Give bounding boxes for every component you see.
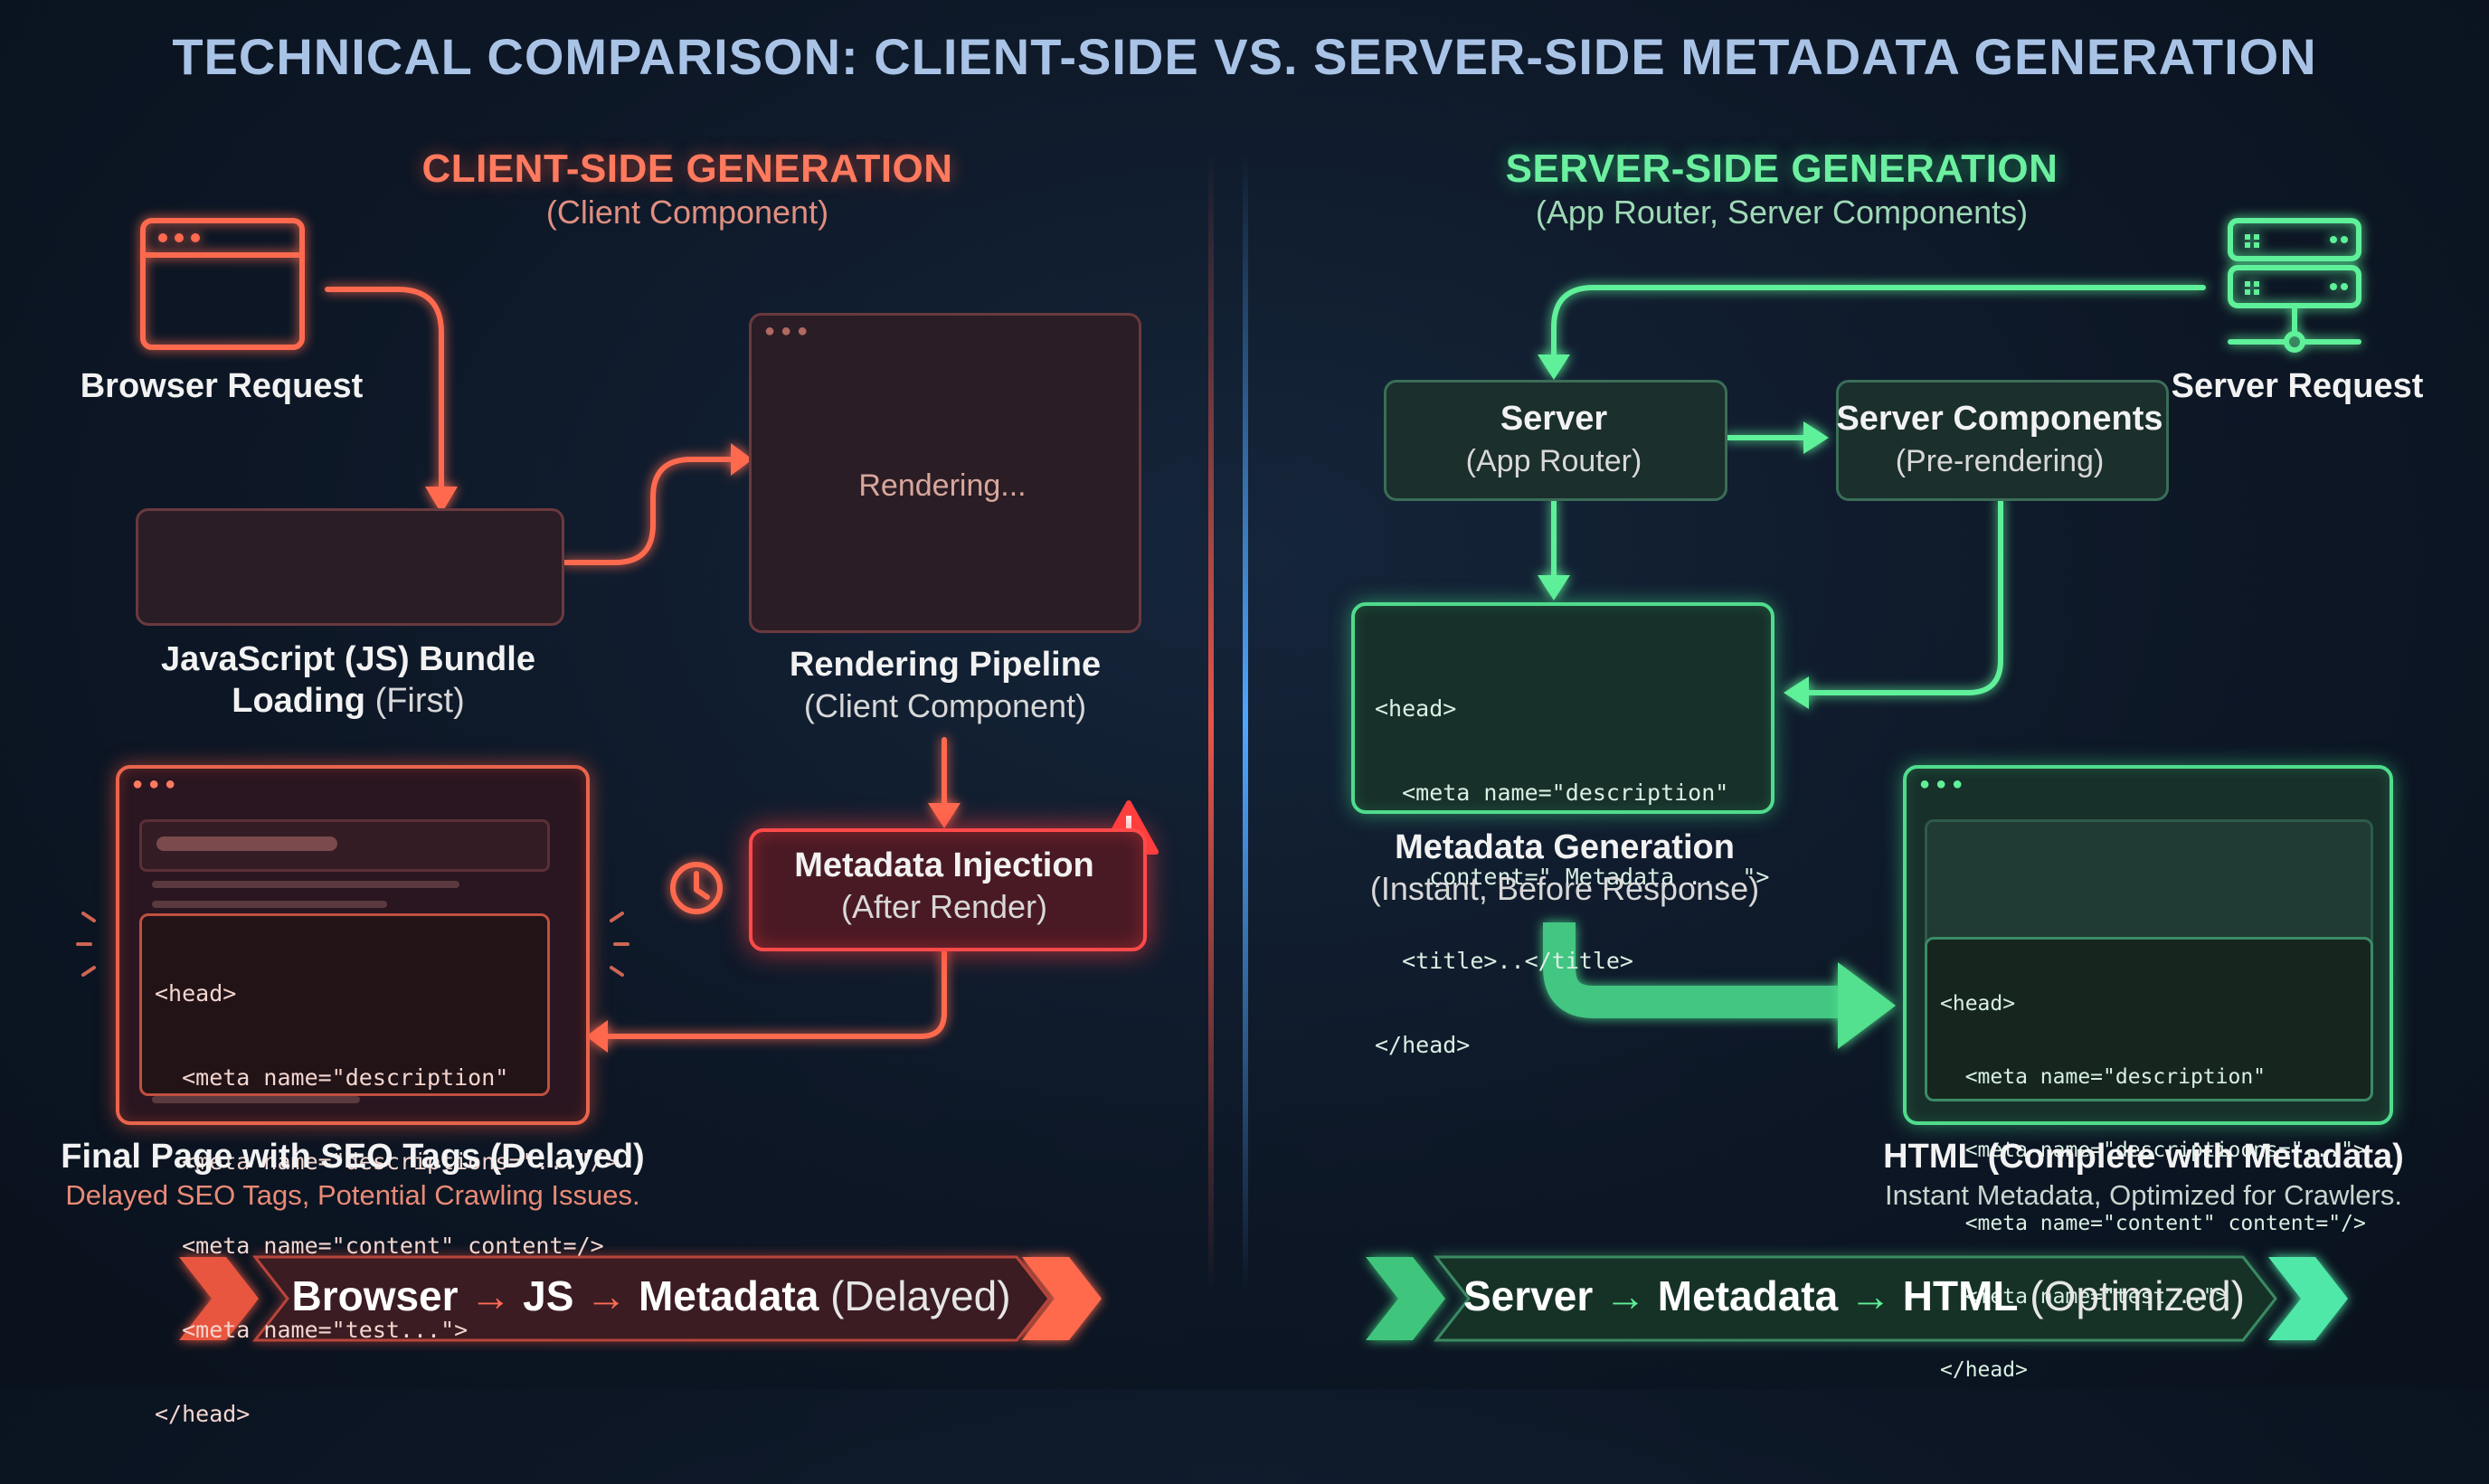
head-code-block: <head> <meta name="description" <meta na… [139,913,618,1427]
client-section-subtitle: (Client Component) [545,194,829,231]
js-bundle-line1: JavaScript (JS) Bundle [161,640,535,678]
code-line: <meta name="test..."> [1940,1285,2229,1309]
server-components-box [1836,380,2169,501]
flow-connectors [76,109,2361,1342]
code-line: content=" Metadata ... "> [1375,864,1770,890]
metadata-code-lines: <head> <meta name="description" content=… [1375,638,1770,1115]
code-line: <meta name="content" content="/> [1940,1212,2366,1235]
clock-icon [670,862,723,914]
html-complete-label: HTML (Complete with Metadata) [1883,1138,2404,1176]
rendering-pipeline-label: Rendering Pipeline (Client Component) [742,644,1149,727]
banner-server: Server [1463,1272,1594,1319]
code-line: <meta name="test..."> [155,1317,468,1343]
final-page-note: Delayed SEO Tags, Potential Crawling Iss… [65,1179,640,1211]
browser-request-label: Browser Request [80,367,364,405]
window-dots: ●●● [1919,774,1969,794]
metadata-injection-box [749,828,1147,951]
code-line: <head> [1375,695,1457,722]
final-page-window: ●●● <head> <meta name="description" <met… [116,765,618,1427]
server-banner: Server → Metadata → HTML (Optimized) [1456,1271,2252,1320]
arrow-browser-to-bundle [325,287,444,491]
metadata-injection-label: Metadata Injection (After Render) [749,845,1140,928]
banner-arrow: → [585,1272,628,1319]
banner-js: JS [523,1272,574,1319]
code-line: <head> [1940,992,2016,1016]
final-page-label: Final Page with SEO Tags (Delayed) [61,1138,645,1176]
server-components-label: Server Components (Pre-rendering) [1836,398,2163,482]
banner-browser: Browser [291,1272,459,1319]
code-line: <meta name="content" content=/> [155,1233,604,1259]
arrow-components-to-metadata [1804,496,2003,695]
client-code-lines: <head> <meta name="description" <meta na… [155,923,618,1484]
server-box [1384,380,1727,501]
client-banner-shape [179,1255,1102,1342]
server-components-sub: (Pre-rendering) [1895,444,2105,478]
server-components-title: Server Components [1836,400,2163,438]
server-box-sub: (App Router) [1465,444,1642,478]
code-line: <meta name="description" [1940,1065,2267,1089]
rendering-status-text: Rendering... [858,468,1027,503]
head-code-block: <head> <meta name="description" <meta na… [1925,937,2373,1382]
metadata-code-box: <head> <meta name="description" content=… [1351,602,1774,1058]
address-bar [139,819,550,872]
js-bundle-first: (First) [374,682,465,720]
html-code-lines: <head> <meta name="description" <meta na… [1940,943,2366,1432]
metadata-generation-label: Metadata Generation (Instant, Before Res… [1320,827,1809,910]
arrow-injection-to-page [603,945,947,1039]
metadata-injection-sub: (After Render) [840,888,1048,925]
diagram-canvas: TECHNICAL COMPARISON: CLIENT-SIDE VS. SE… [61,28,2424,1427]
banner-metadata: Metadata [638,1272,819,1319]
code-line: <title>..</title> [1375,948,1633,974]
code-line: <meta name="description" [1375,780,1729,806]
code-line: </head> [155,1401,251,1427]
divider-red [1208,154,1214,1293]
banner-optimized: (Optimized) [2030,1272,2245,1319]
arrow-bundle-to-rendering [562,457,733,565]
metadata-injection-title: Metadata Injection [794,846,1094,884]
window-dots: ●●● [132,774,182,794]
js-bundle-box [136,508,564,626]
server-rack-icon [2228,218,2361,261]
server-banner-shape [1366,1255,2348,1342]
client-banner: Browser → JS → Metadata (Delayed) [271,1271,1031,1320]
client-section-title: CLIENT-SIDE GENERATION [421,147,953,191]
banner-metadata: Metadata [1657,1272,1839,1319]
server-section-title: SERVER-SIDE GENERATION [1505,147,2058,191]
html-complete-window: ●●● <head> <meta name="description" <met… [1903,765,2393,1382]
arrow-request-to-server [1551,285,2206,359]
js-bundle-label: JavaScript (JS) Bundle Loading (First) [109,638,588,722]
banner-html: HTML [1902,1272,2019,1319]
banner-arrow: → [1604,1272,1647,1319]
page-title: TECHNICAL COMPARISON: CLIENT-SIDE VS. SE… [172,28,2317,85]
server-box-title: Server [1500,400,1608,438]
banner-delayed: (Delayed) [830,1272,1011,1319]
browser-window-icon [140,218,305,350]
code-line: </head> [1375,1032,1471,1058]
rendering-window: ●●● [749,313,1141,633]
arrow-metadata-to-html [1543,922,1845,1018]
code-line: <meta name="descriptioons="..."> [1940,1139,2366,1162]
banner-arrow: → [1849,1272,1891,1319]
rendering-pipeline-title: Rendering Pipeline [789,646,1102,684]
window-dots: ●●● [764,321,814,341]
server-request-label: Server Request [2171,367,2424,405]
html-complete-note: Instant Metadata, Optimized for Crawlers… [1884,1179,2402,1211]
banner-arrow: → [469,1272,512,1319]
metadata-generation-sub: (Instant, Before Response) [1369,870,1760,907]
code-line: <head> [155,980,237,1007]
divider-blue [1243,154,1248,1293]
rendering-pipeline-sub: (Client Component) [803,687,1087,724]
code-line: </head> [1940,1358,2028,1382]
js-bundle-line2: Loading [232,682,365,720]
metadata-generation-title: Metadata Generation [1395,828,1735,866]
code-line: <meta name="description" [155,1064,509,1091]
server-section-subtitle: (App Router, Server Components) [1535,194,2029,231]
code-line: <meta name="descriptions="..."/> [155,1148,618,1175]
server-box-label: Server (App Router) [1447,398,1661,482]
